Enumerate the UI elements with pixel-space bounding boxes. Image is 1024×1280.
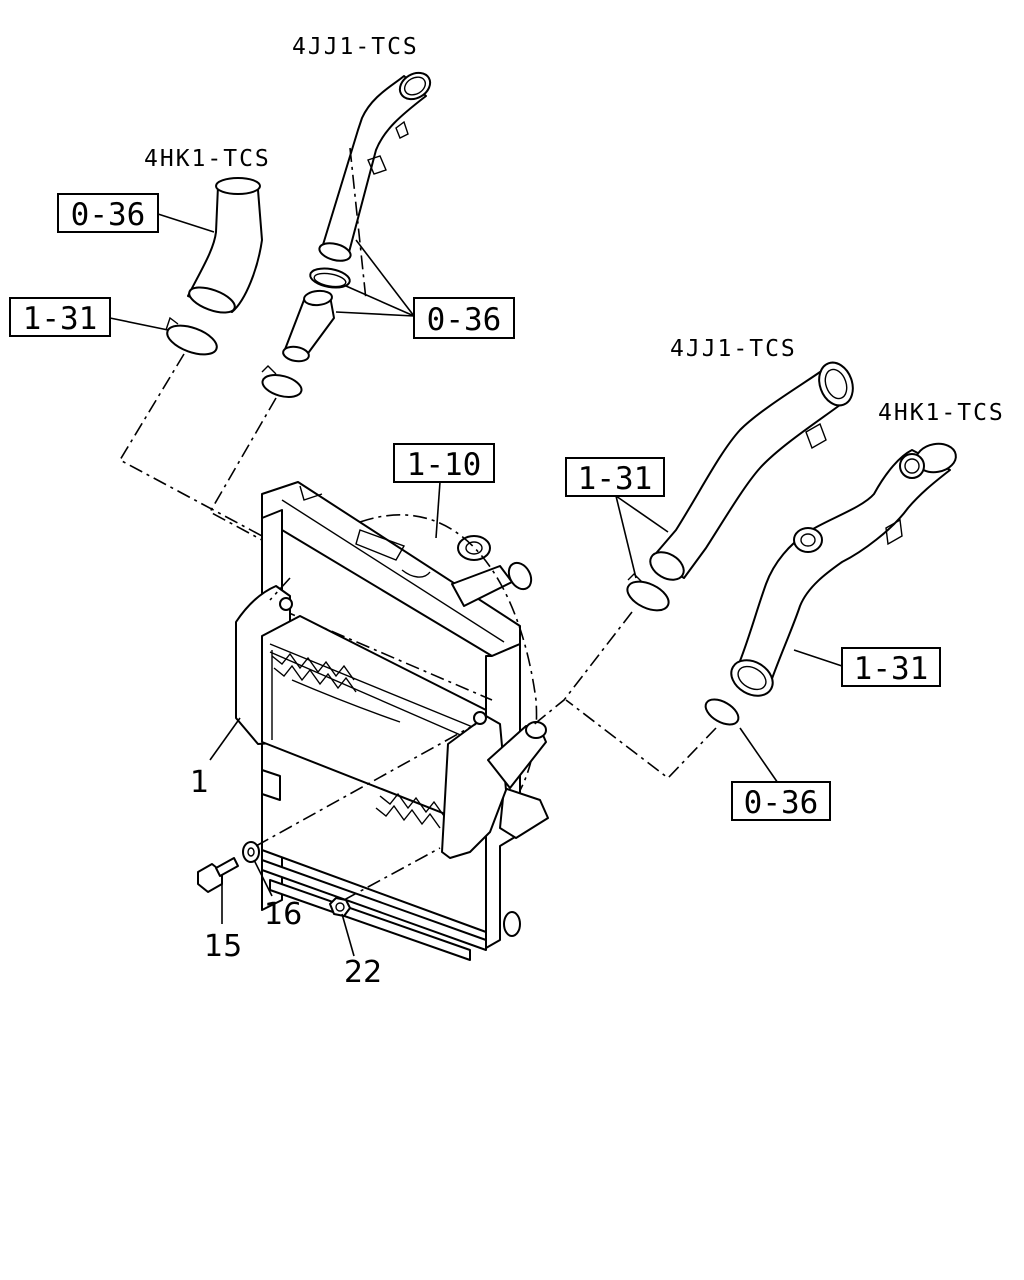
pipe-4jj1-right [649, 361, 854, 581]
leader-lines [109, 213, 843, 957]
bolt-15 [197, 857, 239, 893]
washer-16 [242, 841, 260, 863]
variant-label-4hk1-right: 4HK1-TCS [878, 400, 1005, 426]
hose-clamp-top-b [261, 365, 303, 398]
radiator-cap [457, 535, 491, 561]
ref-box-label: 1-31 [578, 461, 653, 497]
variant-label-4hk1-top: 4HK1-TCS [144, 146, 271, 172]
hose-4jj1-short [282, 289, 335, 363]
part-number-22: 22 [344, 955, 382, 990]
pipe-4hk1-right [730, 442, 957, 697]
ref-box-0-36-top-left[interactable]: 0-36 [57, 193, 159, 233]
ref-box-label: 0-36 [427, 302, 502, 338]
nut-22 [329, 897, 351, 917]
ref-box-label: 1-10 [407, 447, 482, 483]
ref-box-label: 1-31 [23, 301, 98, 337]
ref-box-1-31-right-upper[interactable]: 1-31 [565, 457, 665, 497]
ref-box-0-36-bottom-right[interactable]: 0-36 [731, 781, 831, 821]
ref-box-label: 0-36 [71, 197, 146, 233]
ref-box-0-36-top-center[interactable]: 0-36 [413, 297, 515, 339]
ref-box-1-31-right-lower[interactable]: 1-31 [841, 647, 941, 687]
pipe-4jj1-top [318, 71, 432, 262]
hose-clamp-4hk1-top [165, 316, 218, 356]
part-number-1: 1 [190, 765, 209, 800]
ref-box-1-31-top-left[interactable]: 1-31 [9, 297, 111, 337]
ref-box-label: 0-36 [744, 785, 819, 821]
variant-label-4jj1-top: 4JJ1-TCS [292, 34, 419, 60]
hose-clamp-right-a [626, 573, 670, 612]
variant-label-4jj1-right: 4JJ1-TCS [670, 336, 797, 362]
hose-4hk1-top [187, 177, 263, 314]
part-number-15: 15 [204, 929, 242, 964]
intercooler-core [235, 585, 547, 859]
hose-right-4hk1 [704, 698, 740, 726]
ref-box-1-10[interactable]: 1-10 [393, 443, 495, 483]
hose-clamp-top-a [309, 267, 351, 289]
part-number-16: 16 [264, 897, 302, 932]
ref-box-label: 1-31 [854, 651, 929, 687]
assembly-centerlines [118, 147, 717, 901]
